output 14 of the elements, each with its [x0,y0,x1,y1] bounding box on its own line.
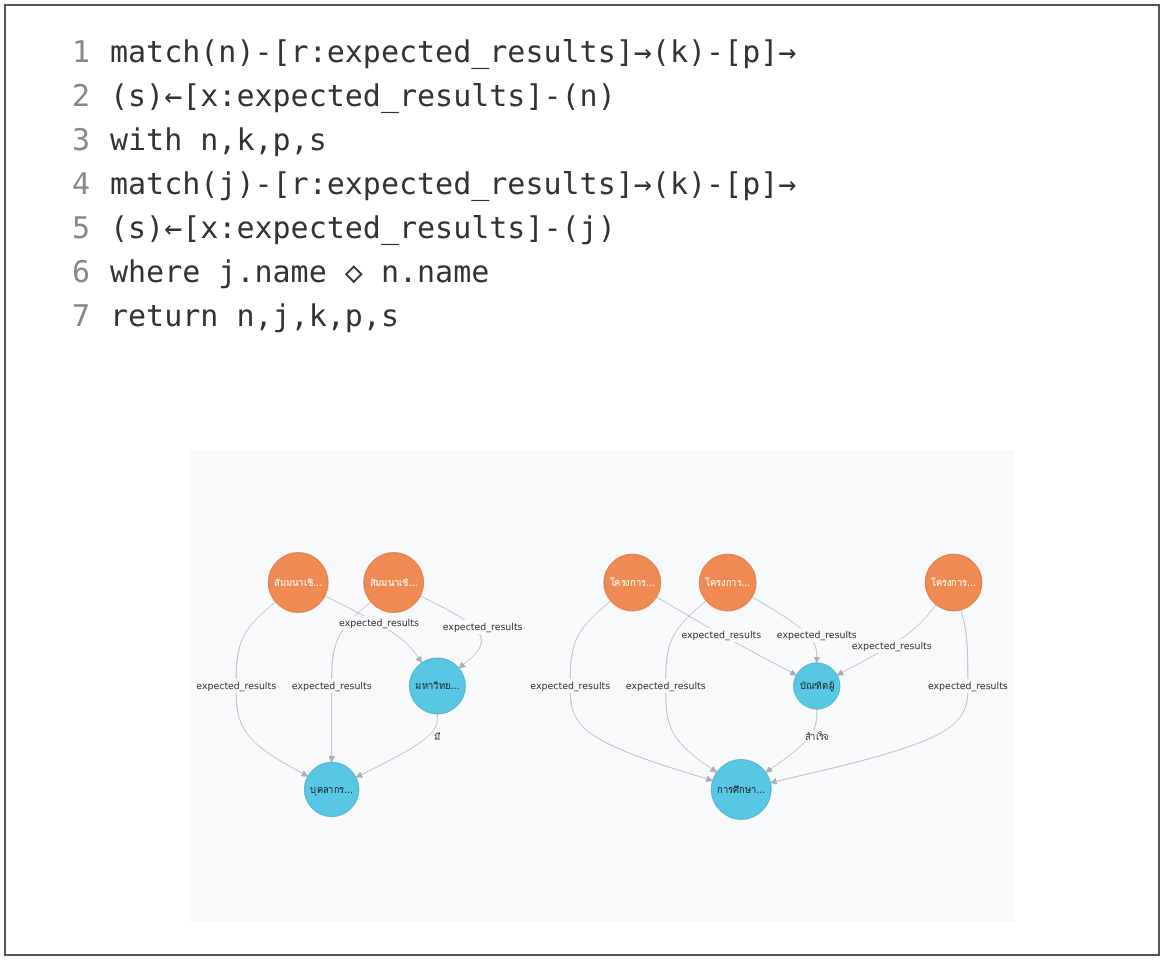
line-number: 5 [69,208,90,250]
line-number: 4 [69,164,90,206]
code-line: (s)←[x:expected_results]-(n) [110,78,616,114]
code-line: return n,j,k,p,s [110,298,399,334]
line-number: 2 [69,76,90,118]
code-line: match(n)-[r:expected_results]→(k)-[p]→ [110,34,797,70]
line-number: 3 [69,120,90,162]
code-line: where j.name ◇ n.name [110,254,490,290]
line-number: 6 [69,252,90,294]
code-line: match(j)-[r:expected_results]→(k)-[p]→ [110,166,797,202]
line-number: 1 [69,32,90,74]
code-line: with n,k,p,s [110,122,327,158]
code-line: (s)←[x:expected_results]-(j) [110,210,616,246]
line-number: 7 [69,296,90,338]
